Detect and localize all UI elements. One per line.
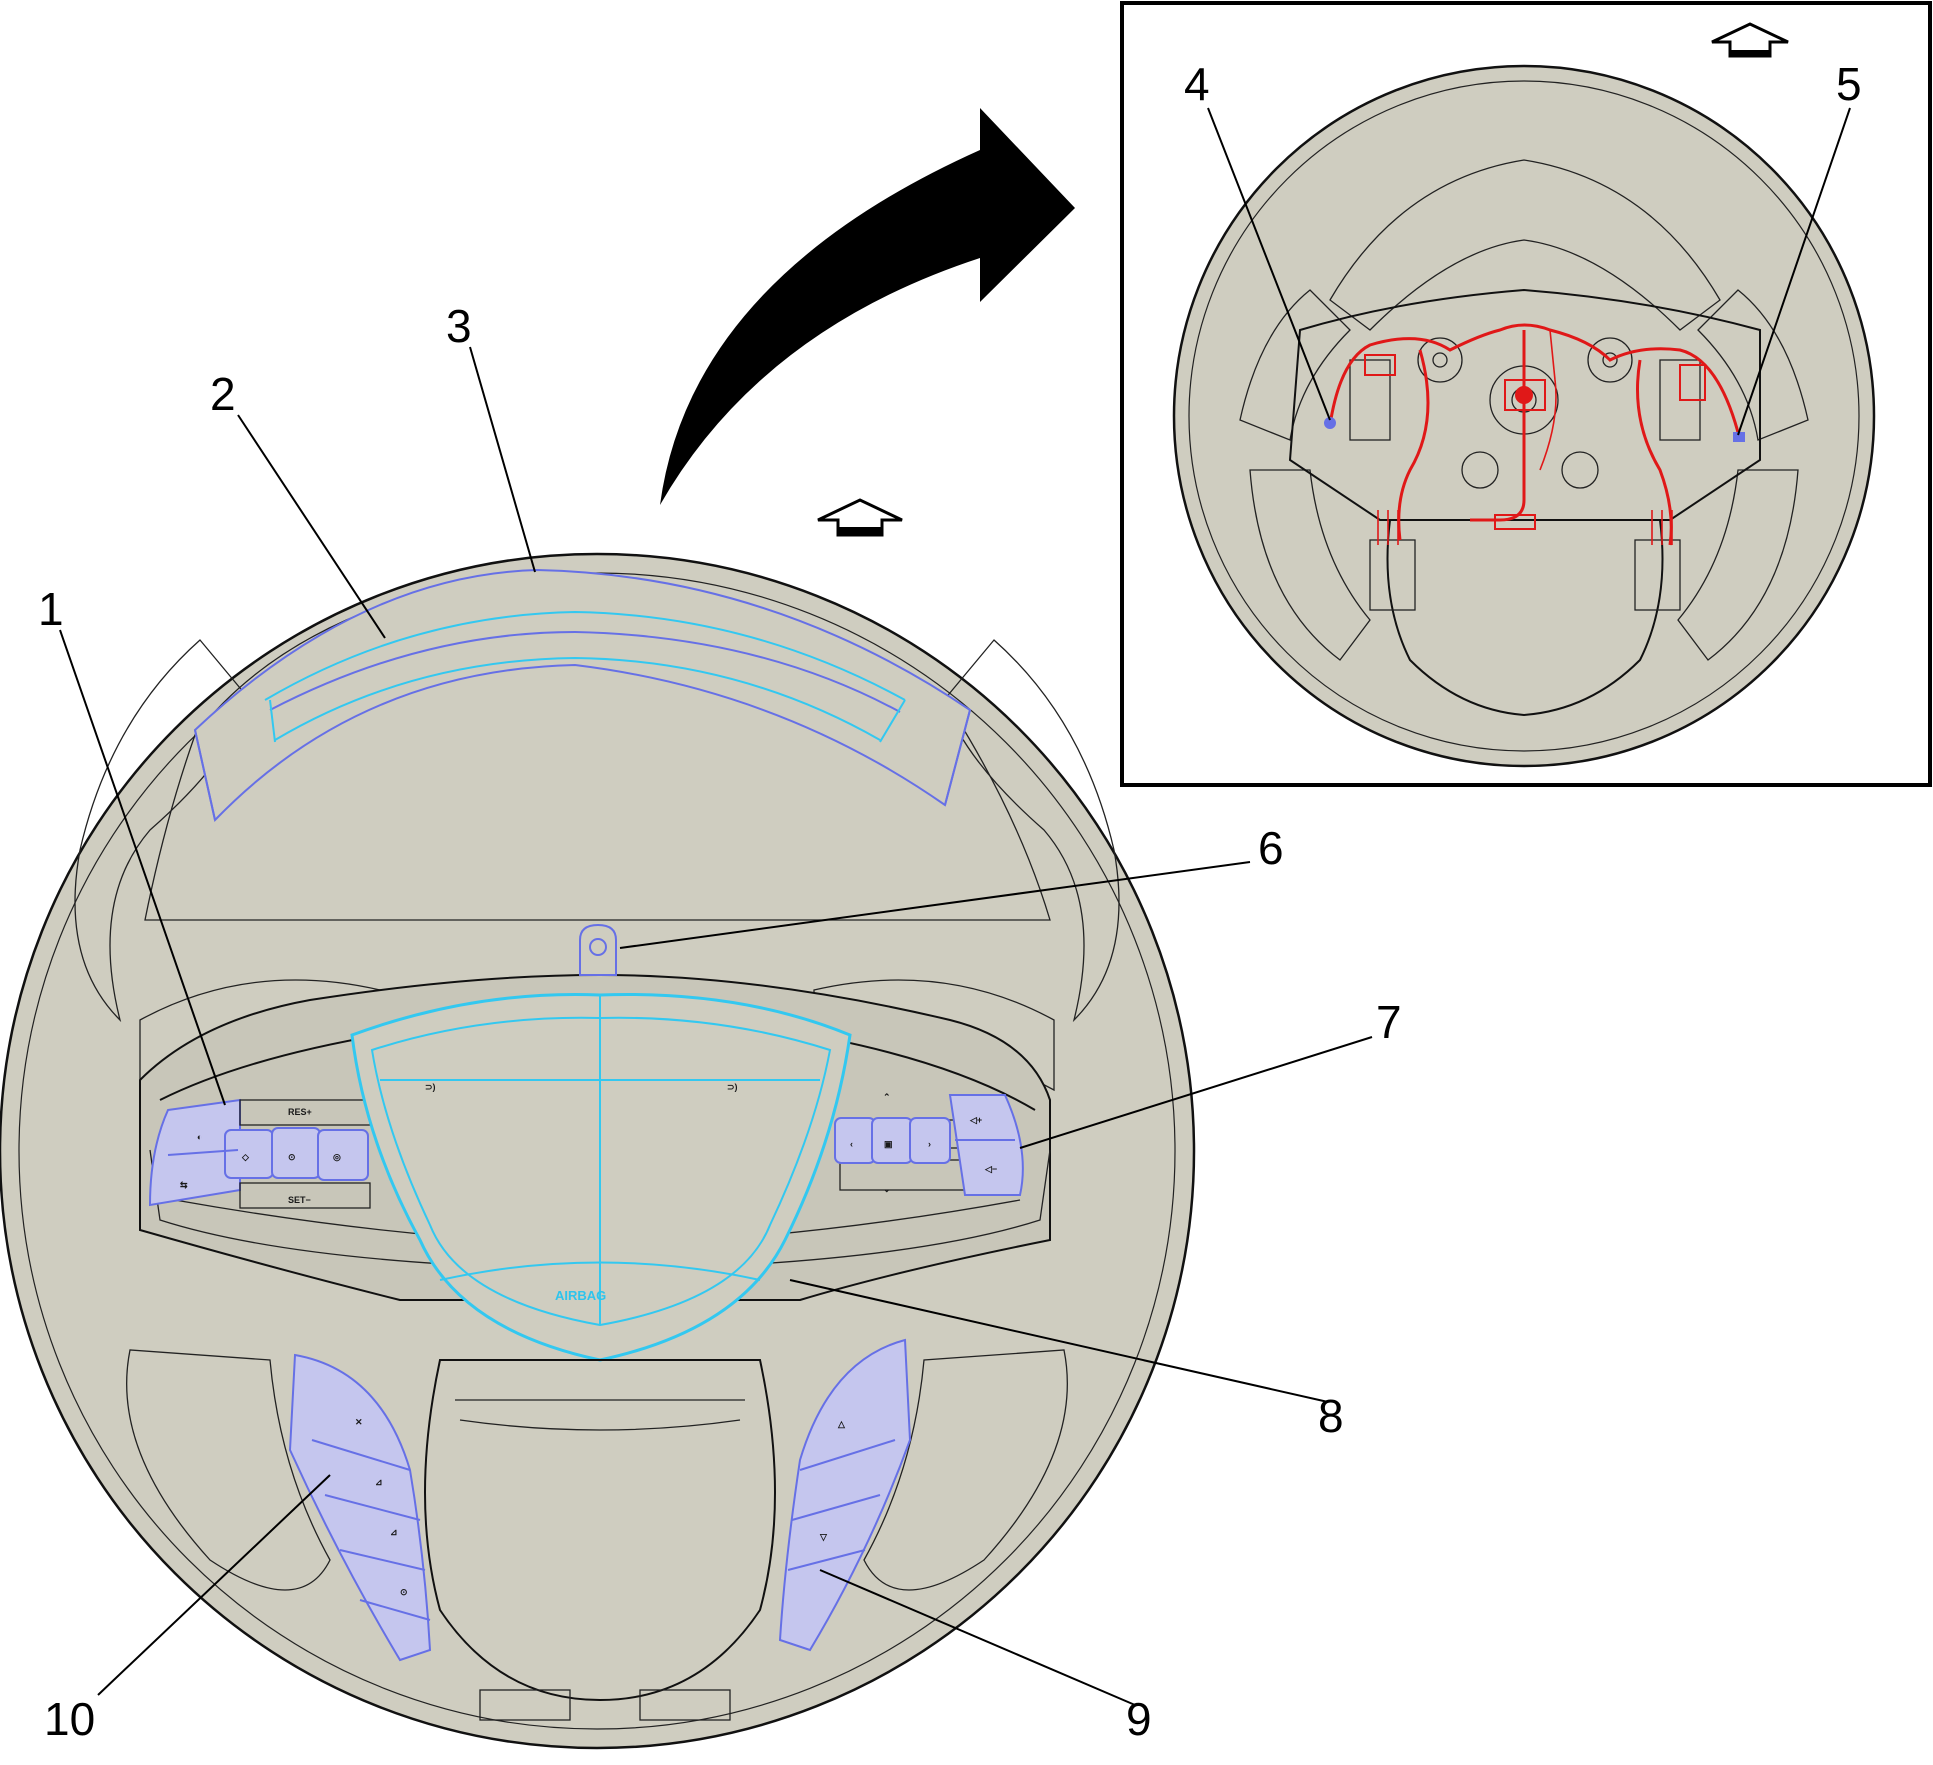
switch-icon-glyph: ◇ (241, 1152, 250, 1162)
connector-4 (1324, 417, 1336, 429)
switch-icon-glyph: ⇆ (180, 1180, 188, 1190)
volume-up-icon: ◁+ (969, 1115, 982, 1125)
airbag-label: AIRBAG (555, 1288, 606, 1303)
switch-icon-glyph: ◎ (333, 1152, 341, 1162)
switch-icon-glyph: ◐ (197, 1132, 202, 1142)
callout-8: 8 (1318, 1390, 1344, 1442)
switch-icon-glyph: ✕ (355, 1417, 363, 1427)
horn-icon: ⊃) (727, 1082, 738, 1092)
wiring-harness (1328, 323, 1742, 546)
airbag-module: ⊃) ⊃) AIRBAG (350, 923, 852, 1362)
switch-icon-glyph: ‹ (850, 1139, 853, 1149)
lower-right-switch-pad: △ ▽ (778, 1338, 912, 1652)
switch-icon-glyph: ⌃ (883, 1092, 891, 1102)
callout-10: 10 (44, 1693, 95, 1745)
switch-icon-glyph: ⊙ (288, 1152, 296, 1162)
callout-1: 1 (38, 583, 64, 635)
set-minus-label: SET− (288, 1195, 311, 1205)
switch-icon-glyph: △ (837, 1419, 846, 1429)
lower-left-switch-pad: ✕ ⊿ ⊿ ⊙ (288, 1353, 432, 1662)
callout-3: 3 (446, 300, 472, 352)
curved-arrow-icon (660, 108, 1075, 505)
horn-icon: ⊃) (425, 1082, 436, 1092)
right-steering-wheel-switch-bank: ‹ ▣ › ◁+ ◁− ⌃ ⌄ (834, 1092, 1024, 1196)
switch-icon-glyph: › (928, 1139, 931, 1149)
res-plus-label: RES+ (288, 1107, 312, 1117)
callout-4: 4 (1184, 58, 1210, 110)
front-direction-arrow-icon (817, 498, 903, 537)
callout-7: 7 (1376, 996, 1402, 1048)
callout-6: 6 (1258, 822, 1284, 874)
callout-2: 2 (210, 368, 236, 420)
switch-icon-glyph: ⊿ (390, 1527, 398, 1537)
switch-icon-glyph: ▽ (819, 1532, 828, 1542)
inset-rear-view: 4 5 (1120, 1, 1932, 787)
left-steering-wheel-switch-bank: RES+ SET− ◐ ⇆ ◇ ⊙ ◎ (148, 1098, 371, 1209)
main-steering-wheel: RES+ SET− ◐ ⇆ ◇ ⊙ ◎ ‹ ▣ › ◁+ ◁− ⌃ ⌄ (0, 552, 1196, 1750)
switch-icon-glyph: ⊙ (400, 1587, 408, 1597)
front-direction-arrow-icon (1711, 22, 1789, 58)
switch-icon-glyph: ▣ (884, 1139, 893, 1149)
switch-icon-glyph: ⌄ (883, 1184, 891, 1194)
volume-down-icon: ◁− (984, 1164, 997, 1174)
callout-5: 5 (1836, 58, 1862, 110)
callout-9: 9 (1126, 1693, 1152, 1745)
switch-icon-glyph: ⊿ (375, 1477, 383, 1487)
connector-5 (1733, 432, 1745, 442)
